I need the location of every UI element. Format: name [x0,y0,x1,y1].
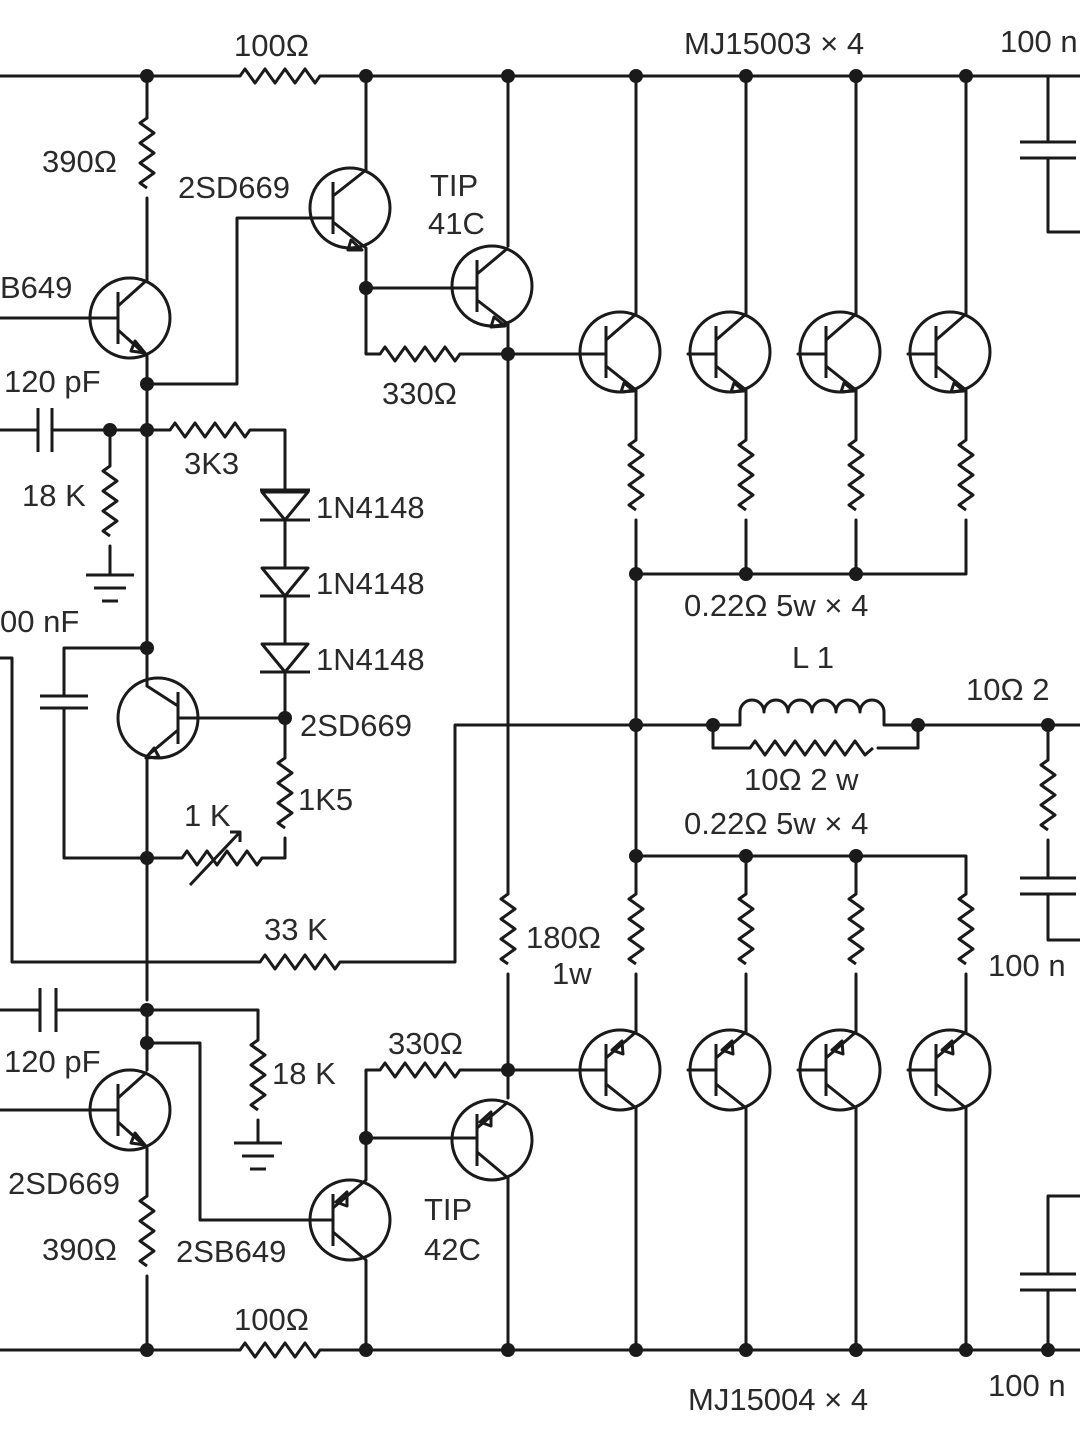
capacitor-120pf-top [36,408,54,452]
output-stage [576,74,1080,1352]
label-tip42c: 42C [424,1232,481,1267]
resistor-18k-top [101,464,119,538]
resistor-10-2w [748,739,874,757]
inductor-l1 [738,698,886,725]
resistor-390-top [138,116,156,190]
component-labels: 100Ω MJ15003 × 4 100 n 390Ω 2SD669 TIP 4… [0,24,1078,1417]
resistor-emitter-top-2 [737,438,755,512]
potentiometer-1k [180,849,264,867]
label-diode-2: 1N4148 [316,566,425,601]
label-c120pf-bottom: 120 pF [4,1044,101,1079]
resistor-emitter-bottom-4 [957,892,975,966]
label-emitter-bottom: 0.22Ω 5w × 4 [684,806,868,841]
label-r390-top: 390Ω [42,144,117,179]
label-2sd669-bottom: 2SD669 [8,1166,120,1201]
label-r100-bottom: 100Ω [234,1302,309,1337]
ground-top [86,573,134,603]
resistor-100-bottom [238,1341,322,1359]
label-r1k5: 1K5 [298,782,353,817]
resistor-180 [499,892,517,966]
label-r10-out: 10Ω 2 [966,672,1050,707]
label-pot-1k: 1 K [184,798,231,833]
label-r330-top: 330Ω [382,376,457,411]
resistor-100-top [238,67,322,85]
label-l1: L 1 [792,640,834,675]
resistor-emitter-bottom-2 [737,892,755,966]
junction-dots [103,69,1055,1357]
label-mj15004: MJ15004 × 4 [688,1382,868,1417]
label-r10-2w: 10Ω 2 w [744,762,859,797]
resistor-emitter-top-4 [957,438,975,512]
label-r18k-top: 18 K [22,478,86,513]
label-b649-top: B649 [0,270,72,305]
output-bank-mj15003 [576,74,992,576]
resistor-10-zobel [1039,758,1057,832]
label-r33k: 33 K [264,912,328,947]
diode-1n4148-2 [260,566,310,598]
label-mj15003: MJ15003 × 4 [684,26,864,61]
capacitor-100n-zobel [1020,876,1076,896]
label-r18k-bottom: 18 K [272,1056,336,1091]
diode-1n4148-1 [260,488,310,522]
diode-1n4148-3 [260,642,310,674]
label-c100n-bottom-right: 100 n [988,1368,1066,1403]
top-predriver [308,74,580,896]
capacitor-100nf-left [40,694,88,710]
label-r3k3: 3K3 [184,446,239,481]
resistor-emitter-bottom-1 [627,892,645,966]
transistor-mj15003-4 [908,310,992,394]
transistor-mj15003-1 [578,310,662,394]
resistor-330-top [378,345,462,363]
label-r390-bottom: 390Ω [42,1232,117,1267]
resistor-emitter-top-3 [847,438,865,512]
resistor-390-bottom [138,1194,156,1268]
label-2sd669-middle: 2SD669 [300,708,412,743]
label-r330-bottom: 330Ω [388,1026,463,1061]
supply-rails [0,67,1080,1359]
capacitor-120pf-bottom [38,988,58,1032]
capacitor-100n-bottom [1020,1272,1076,1292]
resistor-18k-bottom [249,1038,267,1112]
capacitor-100n-top [1020,140,1076,160]
label-tip41c: 41C [428,206,485,241]
label-tip-bottom: TIP [424,1192,472,1227]
transistor-tip41c [450,244,534,328]
resistor-3k3 [168,421,252,439]
transistor-2sb649-bottom [308,1178,392,1262]
label-r180-watt: 1w [552,956,592,991]
label-diode-1: 1N4148 [316,490,425,525]
transistor-mj15003-2 [688,310,772,394]
label-c100n-right-mid: 100 n [988,948,1066,983]
label-c120pf-top: 120 pF [4,364,101,399]
label-diode-3: 1N4148 [316,642,425,677]
bottom-predriver [308,892,580,1352]
label-2sd669-top: 2SD669 [178,170,290,205]
label-r180: 180Ω [526,920,601,955]
label-r100-top: 100Ω [234,28,309,63]
resistor-33k [258,953,342,971]
transistor-tip42c [450,1098,534,1182]
resistor-emitter-bottom-3 [847,892,865,966]
output-bank-mj15004 [576,854,992,1352]
label-emitter-top: 0.22Ω 5w × 4 [684,588,868,623]
resistor-emitter-top-1 [627,438,645,512]
label-tip-top: TIP [430,168,478,203]
resistor-1k5 [276,756,294,830]
label-c100nf-left: 00 nF [0,604,79,639]
ground-bottom [234,1141,282,1171]
label-c100n-top-right: 100 n [1000,24,1078,59]
label-2sb649-bottom: 2SB649 [176,1234,286,1269]
transistor-mj15003-3 [798,310,882,394]
resistor-330-bottom [378,1061,462,1079]
